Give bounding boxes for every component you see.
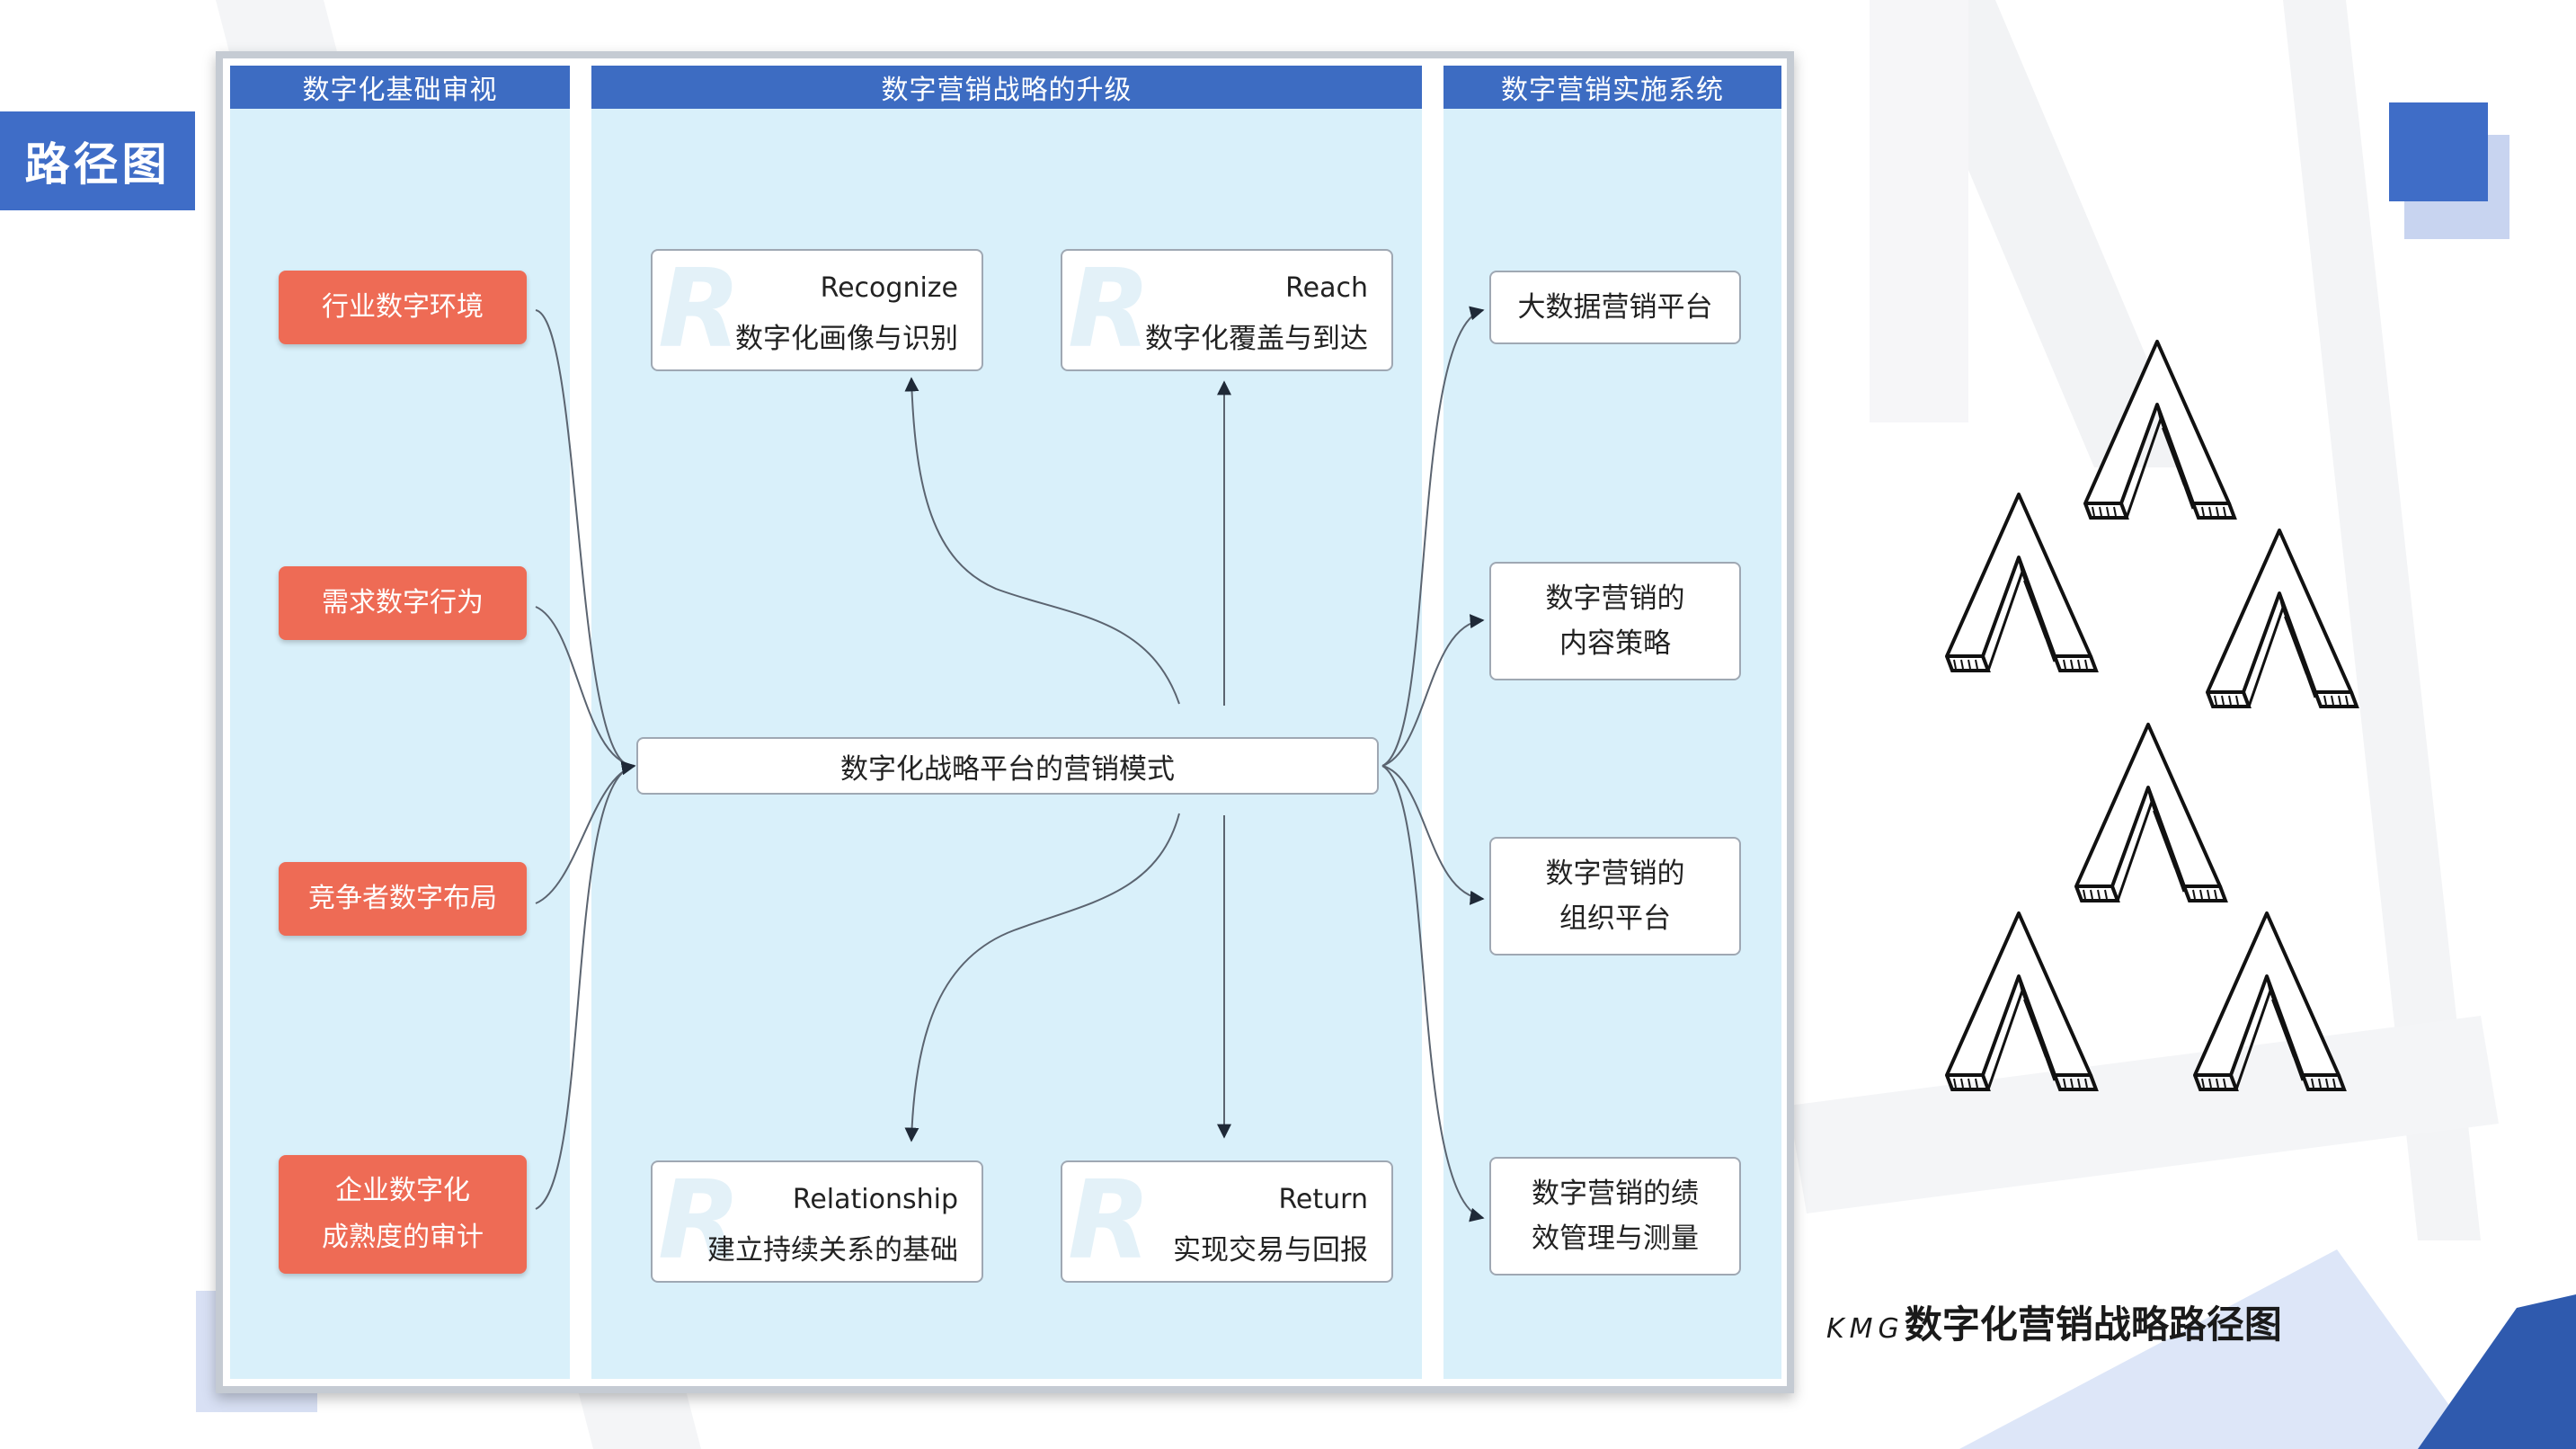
caption-prefix: KMG (1826, 1313, 1905, 1345)
right-item-performance: 数字营销的绩 效管理与测量 (1489, 1157, 1741, 1276)
left-item-demand-label: 需求数字行为 (322, 587, 484, 618)
card-recognize-watermark: R (658, 249, 742, 371)
deco-square-front (2389, 102, 2488, 201)
card-relationship-title: Relationship (792, 1184, 958, 1215)
right-item-organization-line2: 组织平台 (1559, 902, 1671, 935)
left-item-enterprise-line1: 企业数字化 (335, 1175, 470, 1206)
left-item-competitor-label: 竞争者数字布局 (308, 883, 497, 914)
left-item-enterprise: 企业数字化 成熟度的审计 (279, 1155, 527, 1274)
card-reach-watermark: R (1068, 249, 1151, 371)
sketch-a-5 (1945, 911, 2098, 1091)
sketch-a-illustration (1945, 340, 2358, 1091)
connector-lines (535, 306, 1485, 1222)
right-item-content-line2: 内容策略 (1559, 627, 1671, 660)
right-item-bigdata: 大数据营销平台 (1489, 271, 1741, 344)
right-item-performance-line1: 数字营销的绩 (1532, 1178, 1699, 1210)
card-relationship: R Relationship 建立持续关系的基础 (651, 1160, 983, 1283)
right-item-organization-line1: 数字营销的 (1545, 858, 1685, 890)
card-relationship-watermark: R (658, 1160, 742, 1283)
diagram-caption: KMG数字化营销战略路径图 (1826, 1294, 2282, 1349)
column-header-strategy: 数字营销战略的升级 (591, 66, 1422, 109)
card-relationship-desc: 建立持续关系的基础 (707, 1234, 958, 1267)
center-platform-label: 数字化战略平台的营销模式 (840, 752, 1175, 786)
left-item-competitor: 竞争者数字布局 (279, 862, 527, 936)
sketch-a-2 (1945, 493, 2098, 672)
card-return: R Return 实现交易与回报 (1061, 1160, 1393, 1283)
card-reach-title: Reach (1285, 272, 1368, 304)
right-item-content-line1: 数字营销的 (1545, 582, 1685, 615)
left-item-demand: 需求数字行为 (279, 566, 527, 640)
page-tag: 路径图 (0, 111, 195, 210)
right-item-organization: 数字营销的 组织平台 (1489, 837, 1741, 956)
sketch-a-4 (2074, 723, 2227, 902)
card-return-title: Return (1278, 1184, 1368, 1215)
right-item-bigdata-label: 大数据营销平台 (1517, 291, 1713, 324)
card-reach: R Reach 数字化覆盖与到达 (1061, 249, 1393, 371)
right-item-content: 数字营销的 内容策略 (1489, 562, 1741, 680)
sketch-a-3 (2206, 529, 2358, 708)
card-return-desc: 实现交易与回报 (1173, 1234, 1368, 1267)
right-item-performance-line2: 效管理与测量 (1532, 1222, 1699, 1255)
caption-text: 数字化营销战略路径图 (1904, 1302, 2282, 1347)
diagram-frame: 数字化基础审视 数字营销战略的升级 数字营销实施系统 (216, 51, 1794, 1393)
card-recognize-desc: 数字化画像与识别 (735, 323, 958, 355)
left-item-industry: 行业数字环境 (279, 271, 527, 344)
column-header-implementation: 数字营销实施系统 (1443, 66, 1781, 109)
center-platform-bar: 数字化战略平台的营销模式 (636, 737, 1379, 795)
left-item-enterprise-line2: 成熟度的审计 (322, 1222, 484, 1253)
card-reach-desc: 数字化覆盖与到达 (1145, 323, 1368, 355)
card-recognize-title: Recognize (820, 272, 958, 304)
sketch-a-6 (2193, 911, 2346, 1091)
card-return-watermark: R (1068, 1160, 1151, 1283)
left-item-industry-label: 行业数字环境 (322, 291, 484, 323)
sketch-a-1 (2083, 340, 2236, 520)
column-header-foundation: 数字化基础审视 (230, 66, 570, 109)
card-recognize: R Recognize 数字化画像与识别 (651, 249, 983, 371)
